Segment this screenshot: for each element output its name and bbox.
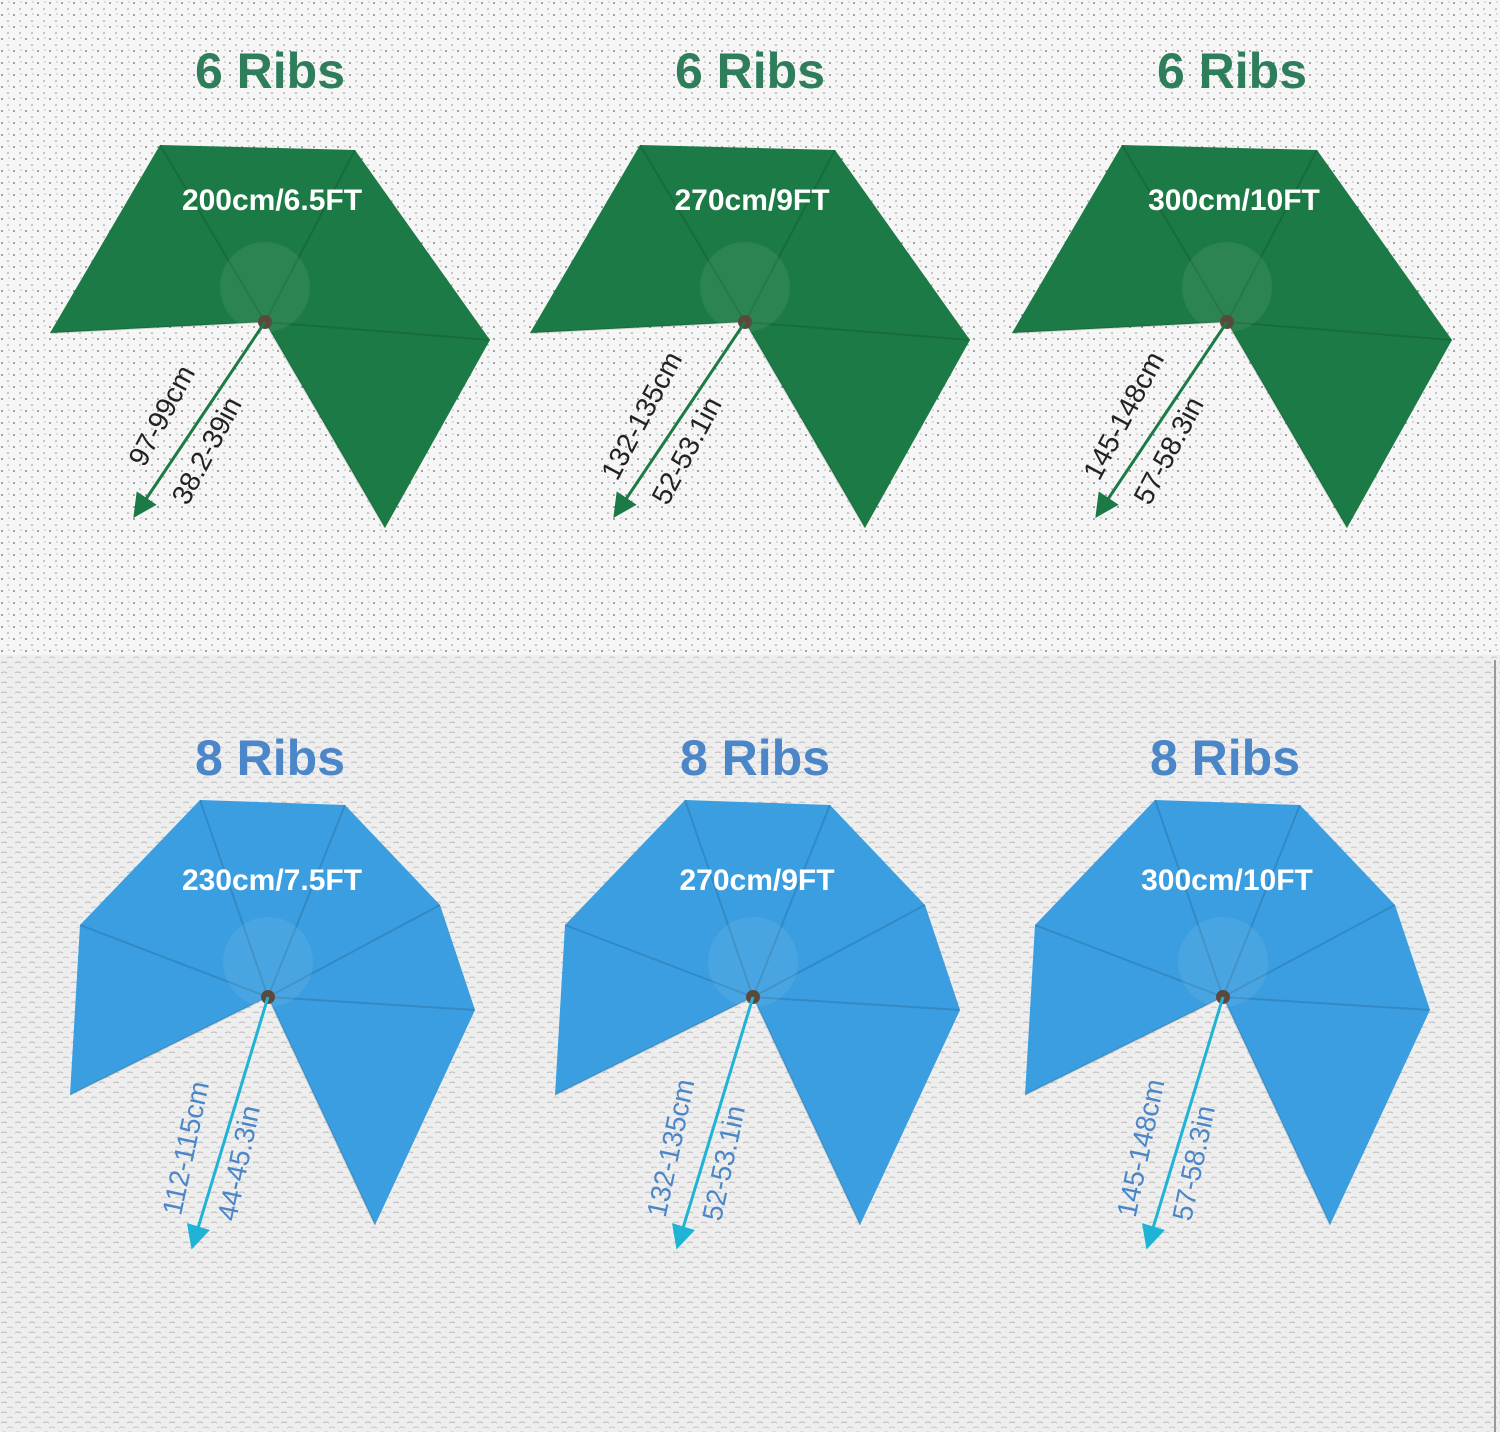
canopy-seam bbox=[684, 799, 754, 998]
canopy-size-label: 200cm/6.5FT bbox=[182, 184, 362, 217]
canopy-seam bbox=[159, 144, 266, 323]
canopy-seam bbox=[79, 924, 269, 998]
canopy-seam bbox=[1226, 321, 1453, 341]
canopy-vent bbox=[220, 242, 310, 332]
canopy-seam bbox=[564, 924, 754, 998]
canopy-vent bbox=[700, 242, 790, 332]
canopy-seam bbox=[49, 321, 266, 334]
canopy-size-label: 300cm/10FT bbox=[1141, 864, 1313, 897]
canopy-size-label: 270cm/9FT bbox=[679, 864, 834, 897]
canopy-seam bbox=[1222, 996, 1431, 1011]
rib-count-title: 6 Ribs bbox=[1157, 43, 1307, 99]
canopy-seam bbox=[264, 321, 491, 341]
canopy-seam bbox=[1154, 799, 1224, 998]
canopy-seam bbox=[1024, 996, 1224, 1096]
canopy-seam bbox=[639, 144, 746, 323]
canopy-seam bbox=[267, 904, 441, 998]
canopy-seam bbox=[1011, 321, 1228, 334]
canopy-seam bbox=[199, 799, 269, 998]
rib-count-title: 8 Ribs bbox=[1150, 730, 1300, 786]
canopy-size-label: 270cm/9FT bbox=[674, 184, 829, 217]
canopy-seam bbox=[554, 996, 754, 1096]
canopy-vent bbox=[1178, 917, 1268, 1007]
canopy-seam bbox=[1226, 149, 1318, 323]
canopy-vent bbox=[708, 917, 798, 1007]
canopy-seam bbox=[1222, 904, 1396, 998]
canopy-seam bbox=[1222, 996, 1331, 1226]
canopy-seam bbox=[744, 149, 836, 323]
umbrella-canopy bbox=[530, 145, 970, 528]
canopy-vent bbox=[223, 917, 313, 1007]
rib-length-arrow bbox=[671, 996, 755, 1250]
canopy-seam bbox=[1226, 321, 1348, 529]
canopy-size-label: 300cm/10FT bbox=[1148, 184, 1320, 217]
rib-length-arrow bbox=[613, 321, 747, 518]
canopy-seam bbox=[752, 996, 861, 1226]
umbrella-canopy bbox=[50, 145, 490, 528]
canopy-seam bbox=[1121, 144, 1228, 323]
canopy-seam bbox=[1034, 924, 1224, 998]
canopy-size-label: 230cm/7.5FT bbox=[182, 864, 362, 897]
canopy-seam bbox=[69, 996, 269, 1096]
rib-length-arrow bbox=[1141, 996, 1225, 1250]
rib-length-arrow bbox=[133, 321, 267, 518]
umbrella-canopy bbox=[1025, 800, 1430, 1225]
rib-count-title: 6 Ribs bbox=[675, 43, 825, 99]
canopy-seam bbox=[744, 321, 971, 341]
rib-count-title: 8 Ribs bbox=[680, 730, 830, 786]
canopy-seam bbox=[264, 321, 386, 529]
canopy-seam bbox=[752, 804, 831, 998]
canopy-seam bbox=[264, 149, 356, 323]
canopy-seam bbox=[752, 904, 926, 998]
rib-length-arrow bbox=[186, 996, 270, 1250]
canopy-vent bbox=[1182, 242, 1272, 332]
canopy-seam bbox=[267, 996, 476, 1011]
rib-count-title: 6 Ribs bbox=[195, 43, 345, 99]
canopy-seam bbox=[744, 321, 866, 529]
canopy-seam bbox=[529, 321, 746, 334]
canopy-seam bbox=[267, 804, 346, 998]
canopy-seam bbox=[1222, 804, 1301, 998]
rib-count-title: 8 Ribs bbox=[195, 730, 345, 786]
umbrella-canopy bbox=[555, 800, 960, 1225]
umbrella-canopy bbox=[1012, 145, 1452, 528]
canopy-seam bbox=[267, 996, 376, 1226]
canopy-seam bbox=[752, 996, 961, 1011]
rib-length-arrow bbox=[1095, 321, 1229, 518]
umbrella-canopy bbox=[70, 800, 475, 1225]
